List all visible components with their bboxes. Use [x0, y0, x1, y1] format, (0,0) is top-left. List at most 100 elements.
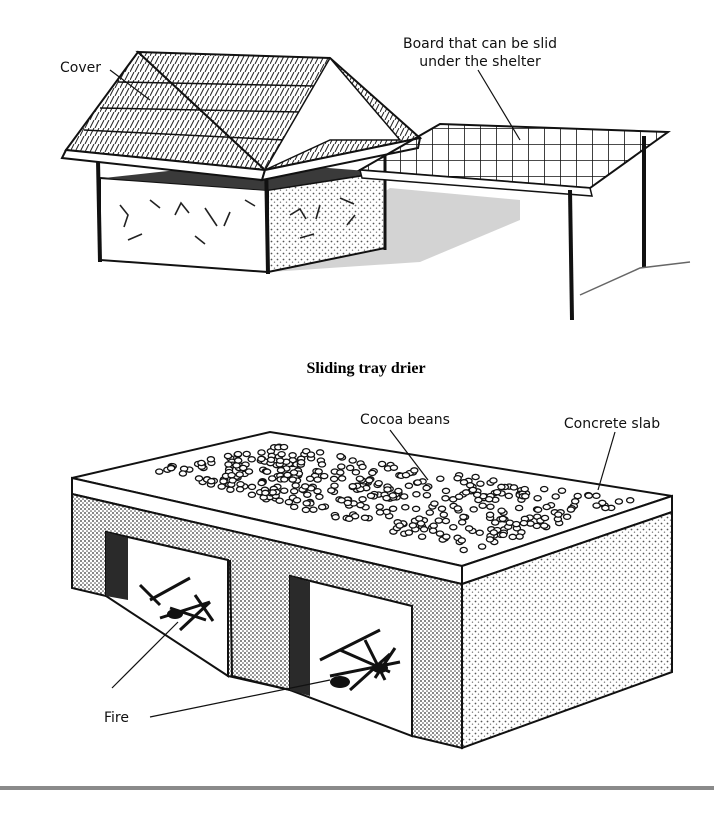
cocoa-bean — [435, 518, 442, 523]
cocoa-bean — [258, 480, 265, 485]
cocoa-bean — [384, 487, 391, 492]
cocoa-bean — [269, 476, 276, 481]
cocoa-bean — [431, 501, 438, 506]
cocoa-bean — [541, 487, 548, 492]
cocoa-bean — [346, 516, 353, 521]
tray-leg-shadow — [580, 262, 690, 295]
cocoa-bean — [337, 454, 344, 459]
cocoa-beans-label: Cocoa beans — [360, 412, 450, 428]
cocoa-bean — [585, 493, 592, 498]
cocoa-bean — [475, 497, 482, 502]
cocoa-bean — [338, 464, 345, 469]
cocoa-bean — [303, 501, 310, 506]
cocoa-bean — [234, 452, 241, 457]
cocoa-bean — [228, 473, 235, 478]
cocoa-bean — [207, 457, 214, 462]
cocoa-bean — [477, 481, 484, 486]
cocoa-bean — [292, 483, 299, 488]
sliding-tray-drier-illustration: Cover Board that can be slid under the s… — [60, 36, 690, 320]
cocoa-bean — [258, 456, 265, 461]
cocoa-bean — [328, 488, 335, 493]
cocoa-bean — [564, 514, 571, 519]
cocoa-bean — [229, 478, 236, 483]
cocoa-bean — [395, 488, 402, 493]
cocoa-bean — [499, 516, 506, 521]
cocoa-bean — [552, 494, 559, 499]
cocoa-bean — [487, 512, 494, 517]
post — [98, 160, 100, 262]
cocoa-bean — [494, 490, 501, 495]
cocoa-bean — [490, 478, 497, 483]
cocoa-bean — [262, 490, 269, 495]
cocoa-bean — [225, 462, 232, 467]
cocoa-bean — [281, 488, 288, 493]
cocoa-bean — [156, 469, 163, 474]
cocoa-bean — [220, 479, 227, 484]
cocoa-bean — [615, 499, 622, 504]
cocoa-bean — [423, 493, 430, 498]
cocoa-bean — [479, 544, 486, 549]
cocoa-bean — [258, 450, 265, 455]
cocoa-bean — [479, 503, 486, 508]
cocoa-bean — [302, 507, 309, 512]
cocoa-bean — [314, 477, 321, 482]
cocoa-bean — [534, 496, 541, 501]
cocoa-bean — [289, 453, 296, 458]
cocoa-bean — [405, 483, 412, 488]
cocoa-bean — [498, 484, 505, 489]
cocoa-bean — [492, 520, 499, 525]
fire-label: Fire — [104, 710, 129, 726]
cocoa-bean — [555, 512, 562, 517]
cocoa-bean — [317, 450, 324, 455]
cocoa-bean — [438, 506, 445, 511]
cocoa-bean — [302, 484, 309, 489]
cocoa-bean — [361, 515, 368, 520]
cocoa-bean — [352, 470, 359, 475]
log-end — [330, 676, 350, 688]
cocoa-bean — [567, 507, 574, 512]
cocoa-bean — [248, 457, 255, 462]
cocoa-bean — [459, 520, 466, 525]
cocoa-bean — [235, 458, 242, 463]
cocoa-bean — [443, 534, 450, 539]
cocoa-bean — [487, 504, 494, 509]
cocoa-bean — [413, 492, 420, 497]
cocoa-bean — [347, 465, 354, 470]
cocoa-bean — [486, 497, 493, 502]
cocoa-bean — [390, 506, 397, 511]
cocoa-bean — [298, 460, 305, 465]
cocoa-bean — [593, 503, 600, 508]
cocoa-bean — [277, 468, 284, 473]
concrete-slab-leader-line — [598, 432, 615, 490]
cocoa-bean — [332, 515, 339, 520]
board-label-line1: Board that can be slid — [403, 36, 557, 52]
cocoa-bean — [423, 485, 430, 490]
cocoa-bean — [291, 504, 298, 509]
cocoa-bean — [168, 466, 175, 471]
cocoa-bean — [513, 522, 520, 527]
cocoa-bean — [236, 472, 243, 477]
cocoa-bean — [417, 521, 424, 526]
cocoa-bean — [319, 505, 326, 510]
cocoa-bean — [248, 492, 255, 497]
cocoa-bean — [366, 478, 373, 483]
cocoa-bean — [321, 474, 328, 479]
cocoa-bean — [572, 499, 579, 504]
cocoa-bean — [375, 481, 382, 486]
cocoa-bean — [318, 462, 325, 467]
cocoa-bean — [293, 498, 300, 503]
cocoa-bean — [490, 530, 497, 535]
cocoa-bean — [227, 487, 234, 492]
cocoa-bean — [442, 496, 449, 501]
cocoa-bean — [315, 469, 322, 474]
opening-shadow-left — [106, 532, 128, 600]
cocoa-bean — [349, 484, 356, 489]
cocoa-bean — [284, 472, 291, 477]
cocoa-bean — [224, 453, 231, 458]
sliding-tray-drier-caption: Sliding tray drier — [306, 360, 425, 377]
cocoa-bean — [521, 487, 528, 492]
cocoa-bean — [516, 534, 523, 539]
cocoa-bean — [356, 476, 363, 481]
cocoa-bean — [277, 458, 284, 463]
